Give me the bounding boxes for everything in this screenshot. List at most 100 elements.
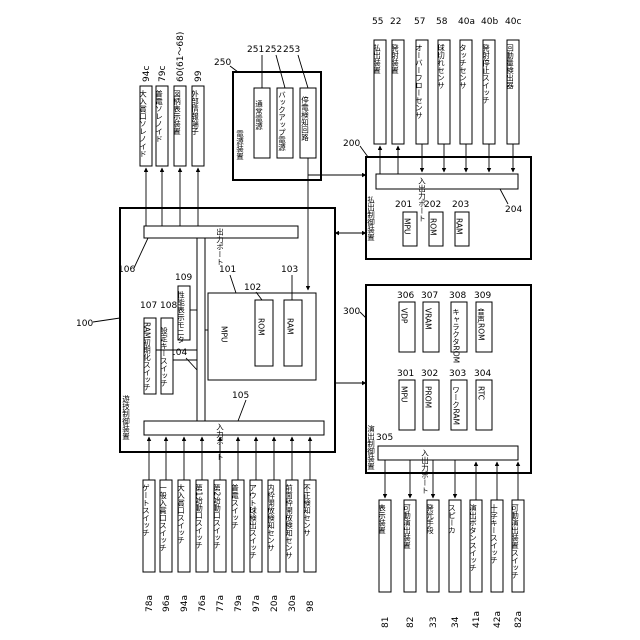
- input-sensor-number: 79a: [234, 595, 244, 612]
- input-sensor-number: 30a: [288, 595, 298, 612]
- input-sensor-label: アウト球検出スイッチ: [248, 484, 257, 560]
- payout-peripheral-label: オーバーフローセンサ: [414, 44, 423, 120]
- top-output-label: 外部情報端子: [190, 89, 199, 136]
- effect-peripheral-label: 可動演出装置: [402, 504, 411, 550]
- power-device-number: 250: [214, 58, 231, 68]
- ram-label: RAM: [286, 318, 295, 335]
- input-sensor-label: 前面枠開放検知センサ: [284, 483, 293, 560]
- top-output-number: 60(61〜68): [176, 32, 186, 82]
- ram-number: 103: [281, 265, 298, 275]
- effect-peripheral-label: 十字キースイッチ: [489, 503, 498, 565]
- input-sensor-number: 94a: [180, 595, 190, 612]
- payout-peripheral-label: 球切れセンサ: [436, 43, 445, 90]
- input-sensor-number: 96a: [162, 595, 172, 612]
- setting-key-switch-number: 108: [160, 301, 177, 311]
- input-sensor-label: 第1始動口スイッチ: [194, 483, 203, 549]
- game-controller-number: 100: [76, 319, 93, 329]
- ram-clear-switch-label: RAM初期化スイッチ: [142, 322, 151, 391]
- effect-peripheral-number: 82a: [514, 611, 524, 628]
- effect-peripheral-label: スピーカ: [447, 504, 456, 534]
- e-char-rom-number: 308: [449, 291, 466, 301]
- effect-io-port: [378, 446, 518, 460]
- performance-monitor-label: 性能表示モニタ: [176, 290, 185, 344]
- payout-peripheral-label: 発射停止スイッチ: [481, 44, 490, 105]
- top-output-label: 大入賞口ソレノイド: [138, 89, 147, 158]
- payout-io-port-number: 204: [505, 205, 522, 215]
- e-prom-number: 302: [421, 369, 438, 379]
- game-output-port-label: 出力ポート: [216, 227, 225, 266]
- payout-peripheral-number: 22: [390, 17, 401, 27]
- payout-mpu-number: 201: [395, 200, 412, 210]
- mpu-label: MPU: [220, 326, 229, 342]
- top-output-number: 79c: [158, 66, 168, 82]
- payout-peripheral-number: 55: [372, 17, 383, 27]
- payout-peripheral-number: 40c: [505, 17, 521, 27]
- effect-io-port-label: 入出力ポート: [420, 449, 429, 494]
- input-sensor-label: 大入賞口スイッチ: [176, 483, 185, 545]
- input-sensor-label: ゲートスイッチ: [141, 484, 150, 537]
- performance-monitor-number: 109: [175, 273, 192, 283]
- payout-peripheral-label: 払出装置: [372, 43, 381, 75]
- game-input-port: [144, 421, 324, 435]
- rom-label: ROM: [257, 318, 266, 336]
- e-work-ram-label: ワークRAM: [452, 386, 461, 425]
- payout-rom-label: ROM: [429, 218, 438, 236]
- effect-peripheral-number: 82: [406, 617, 416, 628]
- normal-power-number: 251: [247, 45, 264, 55]
- game-output-port-number: 106: [118, 265, 135, 275]
- rom-number: 102: [244, 283, 261, 293]
- effect-io-port-number: 305: [376, 433, 393, 443]
- input-sensor-label: 不正検知センサ: [302, 484, 311, 537]
- e-vram-number: 307: [421, 291, 438, 301]
- input-sensor-number: 20a: [270, 595, 280, 612]
- payout-ram-label: RAM: [455, 218, 464, 235]
- e-work-ram-number: 303: [449, 369, 466, 379]
- input-sensor-number: 78a: [145, 595, 155, 612]
- normal-power-label: 通常電源: [254, 99, 263, 132]
- e-rtc-number: 304: [474, 369, 491, 379]
- e-prom-label: PROM: [424, 386, 433, 408]
- e-vdp-number: 306: [397, 291, 414, 301]
- effect-controller-box: [366, 285, 531, 473]
- game-controller-label: 遊技制御装置: [121, 394, 130, 441]
- payout-controller-label: 払出制御装置: [366, 195, 375, 242]
- e-vram-label: VRAM: [424, 308, 433, 330]
- power-device-label: 電源装置: [235, 130, 244, 161]
- e-vdp-label: VDP: [400, 308, 409, 324]
- input-sensor-number: 98: [306, 600, 316, 612]
- payout-peripheral-number: 40a: [458, 17, 475, 27]
- payout-rom-number: 202: [424, 200, 441, 210]
- effect-peripheral-number: 81: [381, 617, 391, 628]
- effect-controller-label: 演出制御装置: [366, 424, 375, 471]
- backup-power-number: 252: [265, 45, 282, 55]
- top-output-number: 99: [194, 70, 204, 82]
- e-mpu-label: MPU: [400, 386, 409, 402]
- effect-peripheral-number: 42a: [493, 611, 503, 628]
- payout-io-port: [376, 174, 518, 189]
- payout-peripheral-label: 回動量検出器: [505, 44, 514, 91]
- e-char-rom-label: キャラクタROM: [452, 308, 461, 363]
- power-fail-circuit-label: 停電検知回路: [300, 95, 309, 142]
- input-sensor-number: 77a: [216, 595, 226, 612]
- top-output-number: 94c: [142, 66, 152, 82]
- input-sensor-label: 内枠開放検知センサ: [266, 483, 275, 552]
- effect-peripherals: 表示装置81可動演出装置82発光手段33スピーカ34演出ボタンスイッチ41a十字…: [377, 460, 524, 628]
- payout-controller-number: 200: [343, 139, 360, 149]
- internal-bus: [197, 238, 205, 421]
- game-input-sensors: ゲートスイッチ 78a 一般入賞口スイッチ 96a 大入賞口スイッチ 94a 第1始動口スイ…: [141, 437, 316, 612]
- payout-peripheral-number: 57: [414, 17, 425, 27]
- payout-peripherals: 払出装置55発射装置22オーバーフローセンサ57球切れセンサ58タッチセンサ40…: [372, 17, 521, 174]
- ram-clear-switch-number: 107: [140, 301, 157, 311]
- payout-peripheral-number: 58: [436, 17, 448, 27]
- payout-peripheral-label: 発射装置: [390, 44, 399, 75]
- input-sensor-label: 一般入賞口スイッチ: [158, 484, 167, 552]
- effect-peripheral-label: 発光手段: [425, 504, 434, 536]
- input-sensor-number: 97a: [252, 595, 262, 612]
- effect-peripheral-label: 表示装置: [377, 503, 386, 535]
- mpu-number: 101: [219, 265, 236, 275]
- power-fail-circuit-number: 253: [283, 45, 300, 55]
- input-sensor-label: 普電スイッチ: [230, 483, 239, 530]
- effect-peripheral-label: 演出ボタンスイッチ: [468, 503, 477, 572]
- effect-peripheral-label: 可動演出装置スイッチ: [510, 504, 519, 580]
- e-mpu-number: 301: [397, 369, 414, 379]
